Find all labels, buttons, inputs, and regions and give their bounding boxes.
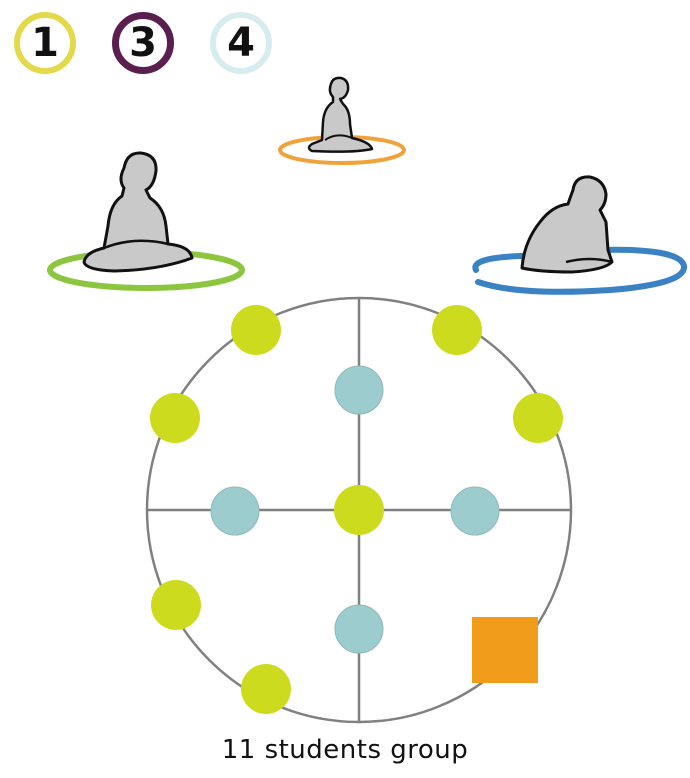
caption: 11 students group: [0, 735, 690, 765]
student-dot: [432, 305, 482, 355]
inner-seat-bottom: [335, 605, 383, 653]
kneeling-person-icon: [475, 177, 684, 292]
student-dot: [151, 580, 201, 630]
student-dot: [241, 664, 291, 714]
teacher-square: [472, 617, 538, 683]
student-dot: [150, 393, 200, 443]
inner-seat-top: [335, 366, 383, 414]
student-dot: [513, 393, 563, 443]
inner-seat-right: [451, 487, 499, 535]
seated-person-large-icon: [50, 153, 242, 288]
student-dot-center: [334, 485, 384, 535]
student-dot: [231, 305, 281, 355]
inner-seat-left: [211, 487, 259, 535]
seated-person-small-icon: [280, 78, 404, 163]
